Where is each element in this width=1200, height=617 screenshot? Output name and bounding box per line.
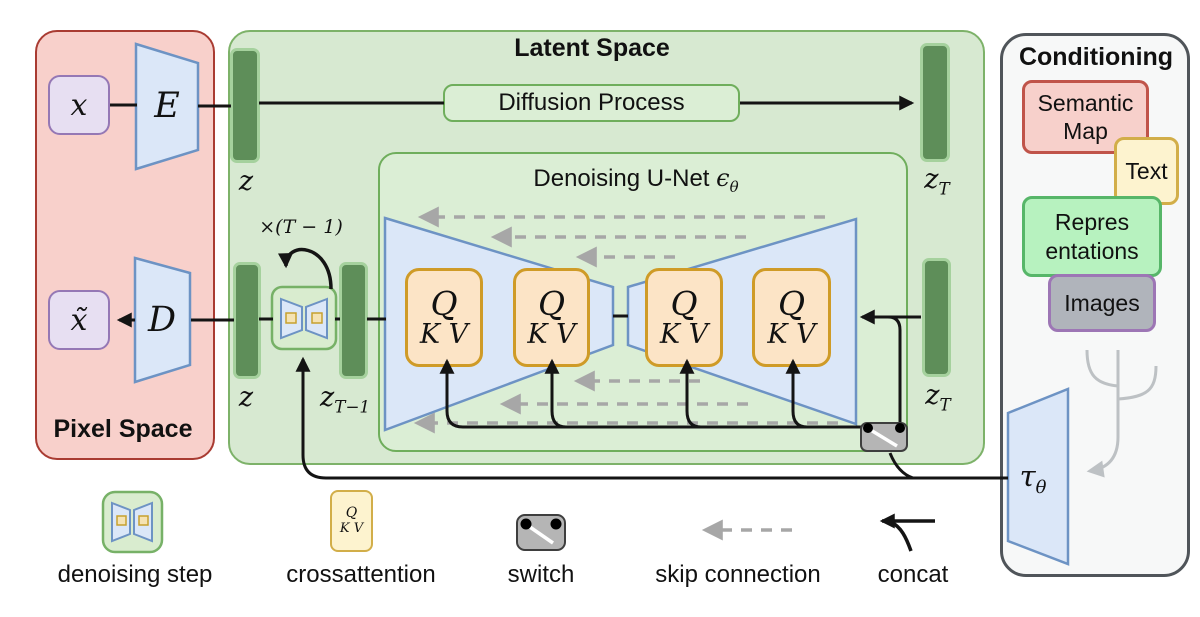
zT-bar-top [920,43,950,162]
z-top-label: z [238,166,254,197]
q-label: Q [430,283,458,323]
images-label: Images [1064,289,1140,316]
legend-concat-label: concat [877,561,949,588]
zTm1-label: zT−1 [319,382,371,417]
kv-label: K V [419,319,469,351]
diffusion-process-box: Diffusion Process [443,84,740,122]
diffusion-process-label: Diffusion Process [498,89,685,116]
unet-title: Denoising U-Net ϵθ [533,164,738,196]
crossattention-box-1: Q K V [405,268,483,367]
zT-bottom-label: zT [925,380,951,415]
output-x-tilde-box: x̃ [48,290,110,350]
legend-skip-connection-label: skip connection [655,561,821,588]
encoder-label: E [154,86,180,126]
q-label: Q [537,283,566,323]
latent-space-title: Latent Space [514,34,670,62]
representations-line1: Repres [1054,209,1130,236]
legend-switch-label: switch [507,561,575,588]
kv-label: K V [339,520,364,536]
q-label: Q [670,283,698,323]
crossattention-box-2: Q K V [513,268,590,367]
input-x-box: x [48,75,110,135]
text-label: Text [1125,157,1168,184]
pixel-space-title: Pixel Space [53,415,193,443]
conditioning-item-text: Text [1114,137,1179,205]
kv-label: K V [767,319,816,351]
legend-crossattention-label: crossattention [286,561,436,588]
zTm1-bar [339,262,368,379]
loop-count-label: ×(T − 1) [259,216,343,238]
kv-label: K V [659,319,709,351]
zT-bar-bottom [922,258,951,377]
crossattention-box-3: Q K V [645,268,723,367]
z-bottom-label: z [238,382,254,413]
unet-title-text: Denoising U-Net [533,165,710,192]
x-label: x [70,87,88,123]
epsilon-symbol: ϵθ [716,164,739,196]
z-bar-bottom [233,262,261,379]
legend-switch-icon [516,514,566,551]
legend-crossattention-icon: Q K V [330,490,373,552]
legend-denoising-step-icon [101,490,164,554]
crossattention-box-4: Q K V [752,268,831,367]
tau-label: τθ [1019,459,1047,498]
z-bar-top [230,48,260,163]
semantic-map-line1: Semantic [1037,89,1134,116]
conditioning-item-images: Images [1048,274,1156,332]
conditioning-title: Conditioning [1018,43,1174,71]
x-tilde-label: x̃ [70,302,88,338]
semantic-map-line2: Map [1063,118,1108,144]
q-label: Q [345,505,358,522]
conditioning-item-representations: Repres entations [1022,196,1162,277]
legend-denoising-step-label: denoising step [57,561,213,588]
q-label: Q [777,283,806,323]
legend-concat-icon [879,513,935,552]
kv-label: K V [527,319,576,351]
zT-top-label: zT [924,164,950,199]
decoder-label: D [147,300,177,340]
representations-line2: entations [1045,237,1139,264]
